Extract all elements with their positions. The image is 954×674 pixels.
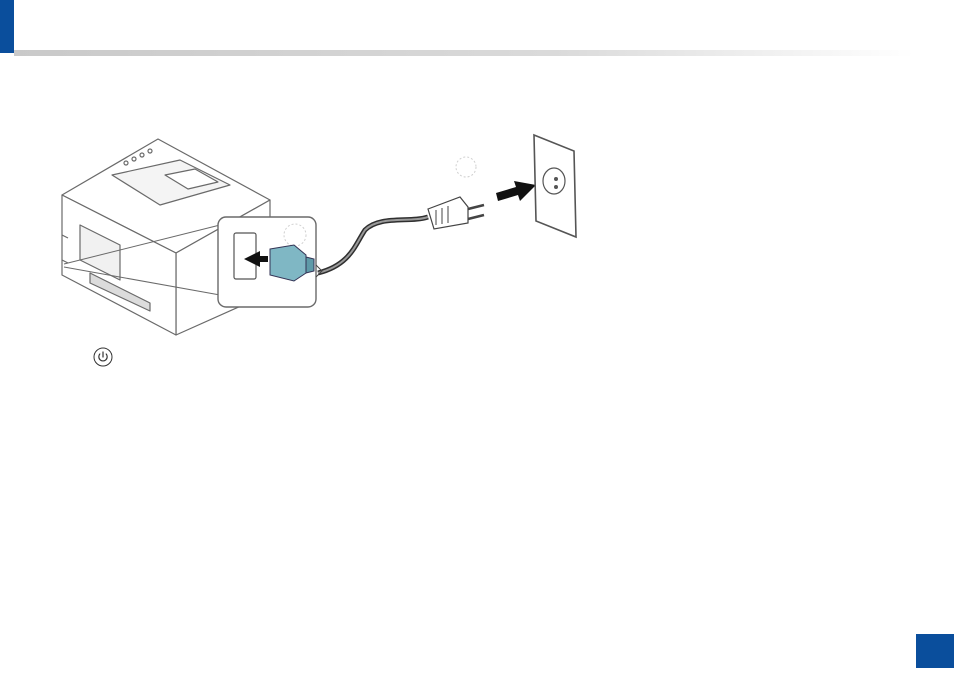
power-connection-illustration <box>50 125 590 345</box>
chapter-tab <box>0 0 14 53</box>
power-button-icon <box>93 347 113 367</box>
wall-outlet-image <box>534 135 576 237</box>
plug-image <box>428 157 484 229</box>
header-rule <box>14 50 914 56</box>
power-inlet-callout <box>218 217 316 307</box>
insert-arrow <box>496 181 536 201</box>
page-number-badge <box>916 634 954 668</box>
